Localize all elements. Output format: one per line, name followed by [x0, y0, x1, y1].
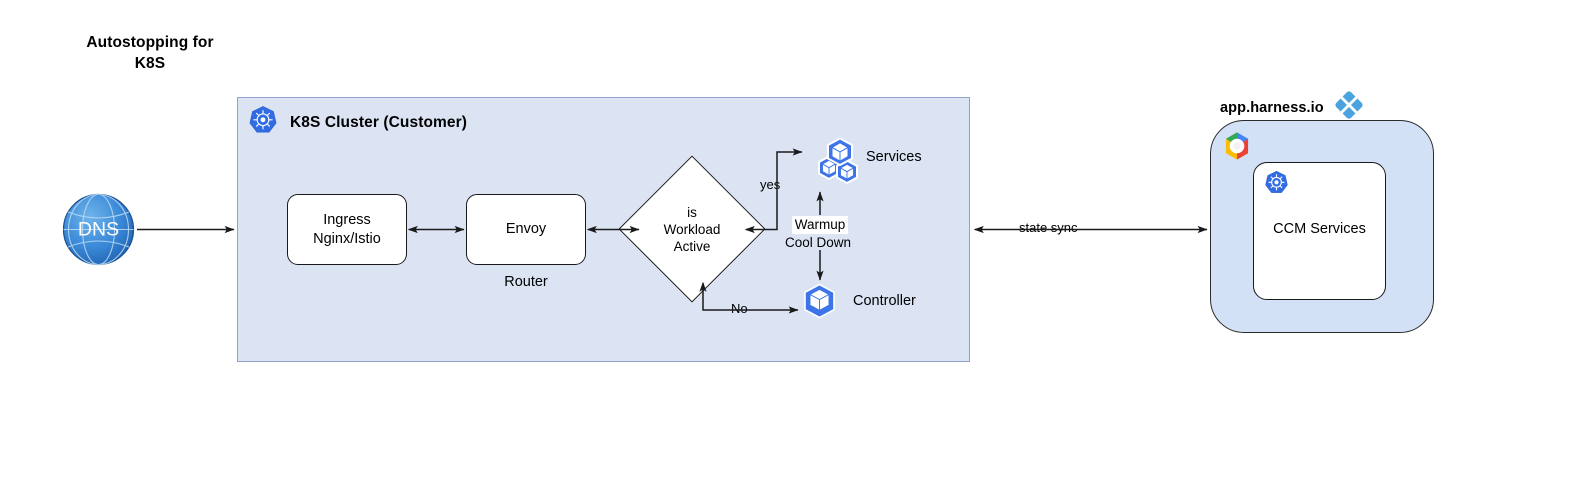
- kubernetes-pod-icon: [801, 283, 838, 320]
- harness-logo-icon: [1334, 90, 1364, 125]
- controller-label: Controller: [853, 293, 916, 309]
- edge-label-no: No: [731, 301, 748, 316]
- harness-title-row: app.harness.io: [1220, 90, 1364, 125]
- state-sync-label: state sync: [1017, 219, 1080, 236]
- k8s-cluster-label: K8S Cluster (Customer): [290, 113, 468, 131]
- diamond-label: is Workload Active: [663, 204, 721, 254]
- envoy-node[interactable]: Envoy: [466, 194, 586, 265]
- k8s-cluster-header: K8S Cluster (Customer): [248, 105, 467, 140]
- warmup-cooldown-label: Warmup Cool Down: [781, 216, 859, 252]
- dns-globe-icon: DNS: [62, 193, 135, 266]
- services-label: Services: [866, 149, 922, 165]
- kubernetes-icon: [1264, 170, 1289, 195]
- kubernetes-pods-icon: [806, 136, 868, 198]
- google-cloud-icon: [1220, 129, 1254, 163]
- page-title: Autostopping for K8S: [86, 34, 214, 72]
- harness-title: app.harness.io: [1220, 99, 1324, 116]
- router-label: Router: [504, 274, 548, 290]
- edge-label-yes: yes: [760, 177, 781, 192]
- cooldown-label: Cool Down: [784, 235, 852, 250]
- ingress-node[interactable]: Ingress Nginx/Istio: [287, 194, 407, 265]
- ccm-services-label: CCM Services: [1273, 221, 1366, 237]
- svg-text:DNS: DNS: [78, 219, 119, 241]
- warmup-label: Warmup: [791, 216, 849, 234]
- kubernetes-icon: [248, 105, 278, 140]
- workload-active-decision[interactable]: is Workload Active: [618, 155, 766, 303]
